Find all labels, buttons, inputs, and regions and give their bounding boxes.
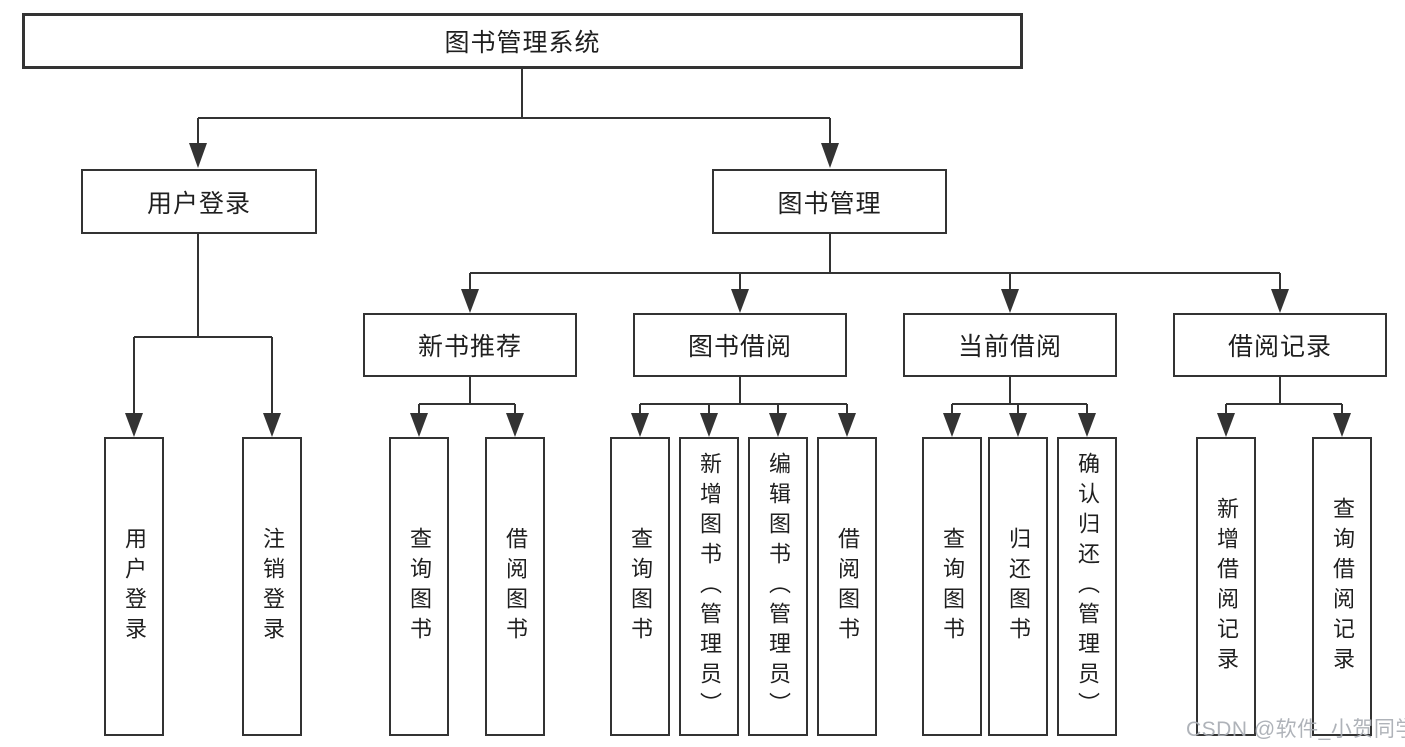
node-current-borrow-label: 当前借阅 [957, 333, 1062, 361]
node-new-books-label: 新书推荐 [417, 333, 522, 361]
leaf-newbooks-query-label: 查询图书 [407, 526, 432, 647]
node-book-mgmt: 图书管理 [712, 169, 947, 234]
leaf-newbooks-borrow-label: 借阅图书 [503, 526, 528, 647]
leaf-borrow-query: 查询图书 [610, 437, 670, 736]
leaf-borrow-edit-label: 编辑图书（管理员） [766, 451, 791, 722]
connector-root-to-level2 [189, 67, 839, 168]
connector-book-mgmt-lines [469, 234, 1281, 290]
leaf-borrow-add: 新增图书（管理员） [679, 437, 739, 736]
connector-borrow-records-lines [1225, 377, 1343, 414]
node-root: 图书管理系统 [22, 13, 1023, 69]
leaf-current-query-label: 查询图书 [940, 526, 965, 647]
connector-borrow-records-arrowheads [1217, 413, 1351, 437]
node-book-borrow-label: 图书借阅 [687, 333, 792, 361]
leaf-user-login-label: 用户登录 [122, 526, 147, 647]
connector-new-books-lines [418, 377, 516, 414]
connector-book-borrow-lines [639, 377, 848, 414]
leaf-records-add-label: 新增借阅记录 [1214, 496, 1239, 677]
leaf-current-return-label: 归还图书 [1006, 526, 1031, 647]
node-current-borrow: 当前借阅 [903, 313, 1117, 377]
leaf-logout-label: 注销登录 [260, 526, 285, 647]
connector-new-books-arrowheads [410, 413, 524, 437]
connector-book-mgmt-arrowheads [461, 289, 1289, 313]
leaf-borrow-add-label: 新增图书（管理员） [697, 451, 722, 722]
leaf-current-confirm-label: 确认归还（管理员） [1075, 451, 1100, 722]
leaf-borrow-book-label: 借阅图书 [835, 526, 860, 647]
leaf-newbooks-query: 查询图书 [389, 437, 449, 736]
watermark: CSDN @软件_小贺同学 [1186, 718, 1405, 741]
node-user-login-label: 用户登录 [146, 189, 251, 218]
leaf-borrow-book: 借阅图书 [817, 437, 877, 736]
node-book-mgmt-label: 图书管理 [777, 189, 882, 218]
node-root-label: 图书管理系统 [444, 29, 601, 57]
node-book-borrow: 图书借阅 [633, 313, 847, 377]
node-user-login: 用户登录 [81, 169, 317, 234]
connector-new-books-to-leaves [410, 377, 524, 437]
connector-current-borrow-to-leaves [943, 377, 1096, 437]
connector-book-borrow-to-leaves [631, 377, 856, 437]
leaf-current-confirm: 确认归还（管理员） [1057, 437, 1117, 736]
connector-borrow-records-to-leaves [1217, 377, 1351, 437]
connector-book-mgmt-to-level3 [461, 234, 1289, 313]
leaf-logout: 注销登录 [242, 437, 302, 736]
connector-root-arrowheads [189, 143, 839, 168]
leaf-newbooks-borrow: 借阅图书 [485, 437, 545, 736]
leaf-records-add: 新增借阅记录 [1196, 437, 1256, 736]
leaf-current-return: 归还图书 [988, 437, 1048, 736]
node-borrow-records: 借阅记录 [1173, 313, 1387, 377]
leaf-borrow-edit: 编辑图书（管理员） [748, 437, 808, 736]
connector-current-borrow-lines [951, 377, 1088, 414]
connector-root-lines [197, 67, 831, 144]
connector-user-login-to-leaves [125, 234, 281, 437]
leaf-records-query: 查询借阅记录 [1312, 437, 1372, 736]
leaf-borrow-query-label: 查询图书 [628, 526, 653, 647]
leaf-records-query-label: 查询借阅记录 [1330, 496, 1355, 677]
node-borrow-records-label: 借阅记录 [1227, 333, 1332, 361]
leaf-current-query: 查询图书 [922, 437, 982, 736]
connector-user-login-lines [133, 234, 273, 414]
connector-user-login-arrowheads [125, 413, 281, 437]
node-new-books: 新书推荐 [363, 313, 577, 377]
connector-book-borrow-arrowheads [631, 413, 856, 437]
leaf-user-login: 用户登录 [104, 437, 164, 736]
connector-current-borrow-arrowheads [943, 413, 1096, 437]
